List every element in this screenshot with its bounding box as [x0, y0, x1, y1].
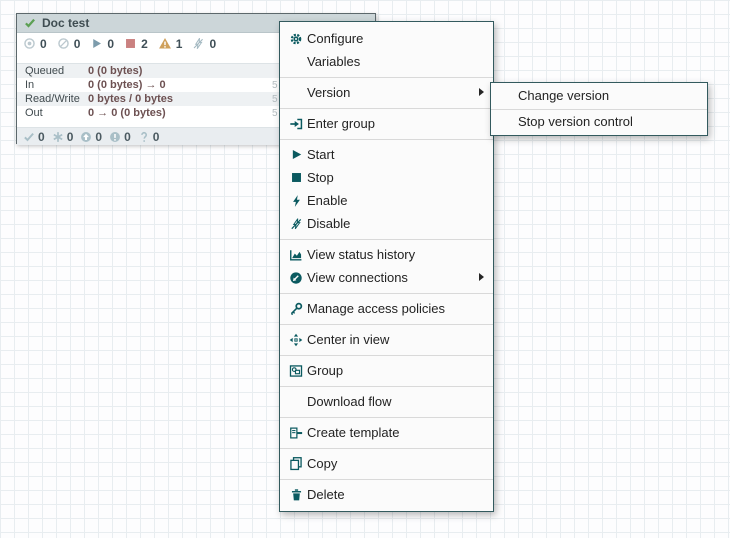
stale-icon — [80, 131, 92, 143]
menu-item-view-connections[interactable]: View connections — [280, 266, 493, 289]
menu-separator — [280, 292, 493, 294]
menu-item-group[interactable]: Group — [280, 359, 493, 382]
center-view-icon — [289, 332, 303, 348]
up-to-date-icon — [23, 131, 35, 143]
object-group-icon — [289, 363, 303, 379]
version-submenu: Change version Stop version control — [490, 82, 708, 136]
menu-separator — [280, 107, 493, 109]
menu-item-enter-group[interactable]: Enter group — [280, 112, 493, 135]
menu-item-center-in-view[interactable]: Center in view — [280, 328, 493, 351]
menu-separator — [280, 76, 493, 78]
menu-item-start[interactable]: Start — [280, 143, 493, 166]
vs-up-to-date: 0 — [23, 130, 45, 144]
menu-item-create-template[interactable]: Create template — [280, 421, 493, 444]
locally-modified-icon — [52, 131, 64, 143]
menu-separator — [491, 108, 707, 110]
menu-item-copy[interactable]: Copy — [280, 452, 493, 475]
bolt-slash-icon — [289, 216, 303, 232]
locally-modified-stale-icon — [109, 131, 121, 143]
gear-icon — [289, 31, 303, 47]
menu-separator — [280, 447, 493, 449]
sync-failure-icon — [138, 131, 150, 143]
submenu-item-change-version[interactable]: Change version — [518, 88, 610, 103]
menu-separator — [280, 354, 493, 356]
vs-locally-modified-stale: 0 — [109, 130, 131, 144]
invalid-icon — [158, 37, 172, 50]
stopped-icon — [124, 37, 137, 50]
submenu-arrow-icon — [479, 88, 484, 96]
menu-item-enable[interactable]: Enable — [280, 189, 493, 212]
menu-item-disable[interactable]: Disable — [280, 212, 493, 235]
connections-icon — [289, 270, 303, 286]
vs-stale: 0 — [80, 130, 102, 144]
menu-separator — [280, 138, 493, 140]
start-icon — [289, 147, 303, 163]
copy-icon — [289, 456, 303, 472]
area-chart-icon — [289, 247, 303, 263]
context-menu: Configure Variables Version Enter group … — [279, 21, 494, 512]
submenu-item-stop-version-control[interactable]: Stop version control — [518, 114, 633, 129]
menu-separator — [280, 478, 493, 480]
key-icon — [289, 301, 303, 317]
stat-transmitting: 0 — [23, 37, 47, 51]
menu-item-stop[interactable]: Stop — [280, 166, 493, 189]
stat-not-transmitting: 0 — [57, 37, 80, 51]
vs-locally-modified: 0 — [52, 130, 73, 144]
menu-separator — [280, 323, 493, 325]
transmitting-icon — [23, 37, 36, 50]
menu-item-manage-access-policies[interactable]: Manage access policies — [280, 297, 493, 320]
not-transmitting-icon — [57, 37, 70, 50]
bolt-icon — [289, 193, 303, 209]
enter-group-icon — [289, 116, 303, 132]
vs-sync-failure: 0 — [138, 130, 159, 144]
disabled-icon — [192, 37, 205, 50]
menu-item-configure[interactable]: Configure — [280, 27, 493, 50]
menu-item-download-flow[interactable]: Download flow — [307, 394, 392, 409]
stat-disabled: 0 — [192, 37, 216, 51]
up-to-date-icon — [24, 17, 36, 29]
menu-separator — [280, 416, 493, 418]
menu-item-view-status-history[interactable]: View status history — [280, 243, 493, 266]
menu-item-version[interactable]: Version — [280, 81, 493, 104]
menu-separator — [280, 385, 493, 387]
stat-stopped: 2 — [124, 37, 148, 51]
stat-running: 0 — [90, 37, 114, 51]
template-icon — [289, 425, 303, 441]
running-icon — [90, 37, 103, 50]
menu-item-delete[interactable]: Delete — [280, 483, 493, 506]
trash-icon — [289, 487, 303, 503]
stat-invalid: 1 — [158, 37, 182, 51]
menu-separator — [280, 238, 493, 240]
stop-icon — [289, 170, 303, 186]
menu-item-variables[interactable]: Variables — [307, 54, 361, 69]
submenu-arrow-icon — [479, 273, 484, 281]
process-group-title: Doc test — [42, 16, 90, 30]
